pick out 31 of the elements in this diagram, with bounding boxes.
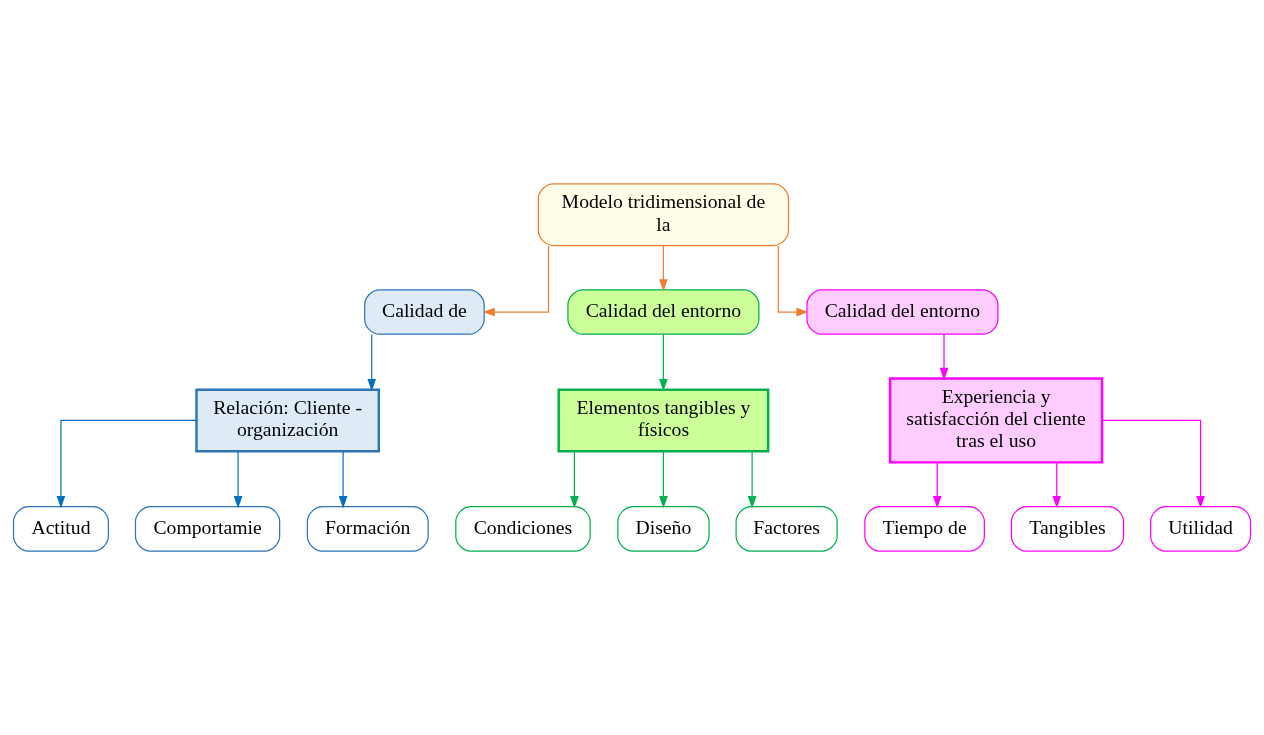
node-box: Elementos tangibles y físicos bbox=[557, 388, 770, 453]
arrow bbox=[482, 245, 550, 317]
arrow bbox=[659, 245, 668, 292]
arrow bbox=[747, 451, 757, 509]
node-box: Modelo tridimensional de la bbox=[537, 183, 790, 247]
arrow bbox=[777, 245, 809, 317]
node-box: Comportamie bbox=[134, 506, 281, 552]
node-box: Relación: Cliente - organización bbox=[195, 388, 381, 453]
node-box: Condiciones bbox=[455, 506, 591, 552]
arrow bbox=[939, 333, 949, 381]
arrow bbox=[659, 451, 668, 509]
node-box: Formación bbox=[306, 506, 429, 552]
node-box: Tiempo de bbox=[864, 506, 985, 552]
node-box: Diseño bbox=[617, 506, 710, 552]
arrow bbox=[233, 451, 243, 509]
arrow bbox=[367, 333, 377, 392]
arrow bbox=[1052, 461, 1062, 509]
node-box: Utilidad bbox=[1150, 506, 1252, 552]
node-box: Factores bbox=[735, 506, 838, 552]
arrow bbox=[56, 419, 198, 509]
node-box: Tangibles bbox=[1010, 506, 1125, 552]
node-box: Calidad de bbox=[364, 289, 485, 335]
node-box: Calidad del entorno bbox=[806, 289, 999, 335]
node-box: Calidad del entorno bbox=[567, 289, 760, 335]
arrow bbox=[659, 333, 668, 392]
node-box: Actitud bbox=[12, 506, 109, 552]
arrow bbox=[338, 451, 348, 509]
arrow bbox=[932, 461, 942, 509]
arrow bbox=[1101, 419, 1205, 509]
node-box: Experiencia y satisfacción del cliente tras el uso bbox=[888, 377, 1104, 464]
arrow bbox=[570, 451, 579, 509]
